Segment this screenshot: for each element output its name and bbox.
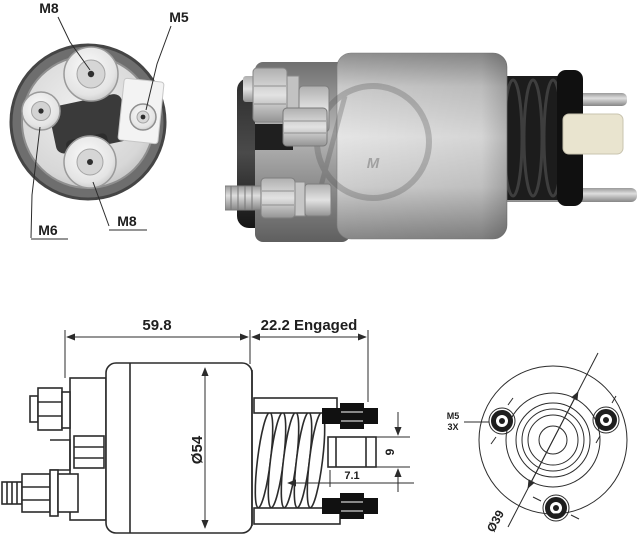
label-terminal-bottom: M8 — [117, 213, 137, 229]
hole-thread-text: M5 — [447, 411, 460, 421]
terminal-stud-top — [29, 387, 71, 431]
contact-bridge — [49, 94, 129, 154]
label-terminal-right: M5 — [169, 9, 189, 25]
dim-diameter-text: Ø54 — [189, 435, 206, 464]
plunger-bolt-top — [322, 403, 378, 429]
mounting-hole-right — [592, 395, 620, 444]
label-terminal-top: M8 — [39, 0, 59, 16]
dim-body-length: 59.8 — [64, 317, 369, 402]
dim-bolt-circle-text: Ø39 — [484, 508, 507, 535]
terminal-m8-bottom — [63, 135, 117, 189]
product-photo: M — [225, 52, 637, 242]
return-spring — [253, 397, 341, 525]
terminal-m5-right — [129, 103, 157, 131]
dim-length-text: 59.8 — [142, 317, 171, 334]
dim-body-diameter: Ø54 — [189, 367, 209, 529]
terminal-end-view: M8 M5 M6 M8 — [9, 0, 189, 240]
plunger-stud — [327, 436, 377, 468]
hole-spec-callout: M5 3X — [447, 411, 489, 432]
end-cap-body — [9, 43, 167, 201]
dim-stud-offset-text: 7.1 — [344, 470, 359, 482]
mounting-holes — [488, 395, 620, 522]
dim-stud-diameter-text: 9 — [383, 448, 397, 455]
watermark-letter: M — [367, 155, 380, 172]
side-dimension-drawing: 59.8 22.2 Engaged Ø54 — [1, 317, 414, 534]
terminal-m8-top — [63, 46, 119, 102]
solenoid-photo: M — [225, 52, 637, 242]
plunger-bolt-bottom — [322, 493, 378, 519]
terminal-stud-mid — [50, 435, 105, 471]
dim-bolt-circle: Ø39 — [484, 352, 599, 535]
terminal-stud-bottom — [1, 469, 79, 517]
dim-stud-offset: 7.1 — [287, 470, 414, 487]
plunger-stop — [562, 113, 624, 155]
hole-count-text: 3X — [447, 422, 458, 432]
mounting-flange-view: Ø39 M5 3X — [447, 352, 628, 535]
flange-outline — [478, 365, 628, 515]
mounting-hole-left — [488, 397, 516, 445]
dim-engaged-travel: 22.2 Engaged — [251, 317, 367, 341]
terminal-m6-left — [21, 91, 61, 131]
end-view-callouts: M8 M5 M6 M8 — [30, 0, 189, 240]
label-terminal-left: M6 — [38, 222, 58, 238]
battery-terminal-bottom — [225, 177, 332, 219]
mounting-hole-bottom — [532, 494, 580, 522]
dim-engaged-text: 22.2 Engaged — [261, 317, 358, 334]
dim-stud-diameter: 9 — [374, 412, 410, 492]
solenoid-terminal-mid — [282, 107, 328, 147]
